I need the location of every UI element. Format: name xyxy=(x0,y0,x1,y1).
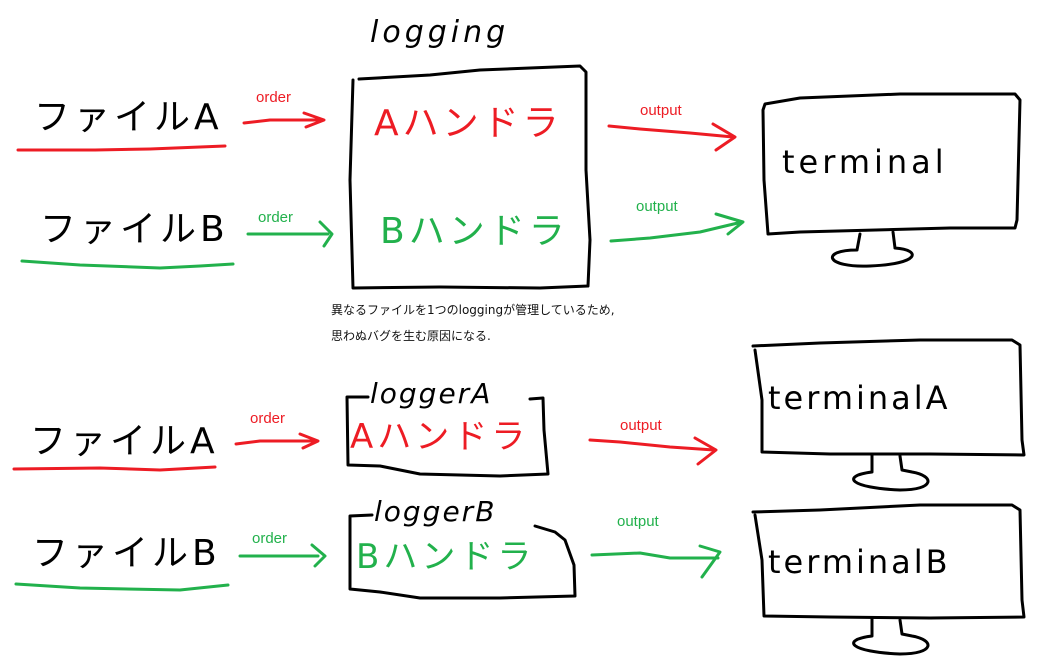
file-b-underline xyxy=(20,259,235,270)
logging-title: logging xyxy=(370,15,510,50)
order-arrow-b xyxy=(246,220,334,248)
file-b2-label: ファイルB xyxy=(32,533,221,574)
terminal-monitor xyxy=(761,92,1022,236)
note-line-1: 異なるファイルを1つのloggingが管理しているため, xyxy=(331,303,615,317)
output-a2-label: output xyxy=(620,417,662,434)
output-arrow-a xyxy=(607,122,737,152)
output-b2-label: output xyxy=(617,513,659,530)
order-arrow-b2 xyxy=(238,543,327,568)
order-b-label: order xyxy=(258,209,294,226)
terminal-b-monitor xyxy=(751,503,1026,620)
file-a2-label: ファイルA xyxy=(30,421,219,462)
terminal-a-monitor xyxy=(751,338,1026,457)
file-a-underline xyxy=(16,144,227,152)
handler-a-label: Aハンドラ xyxy=(374,103,563,144)
terminal-stand xyxy=(830,230,914,268)
file-a2-underline xyxy=(12,465,217,472)
order-b2-label: order xyxy=(252,530,288,547)
handler-a2-label: Aハンドラ xyxy=(350,417,530,457)
terminal-label: terminal xyxy=(782,143,948,181)
logger-a-box xyxy=(345,395,550,478)
file-b2-underline xyxy=(14,582,230,592)
output-a-label: output xyxy=(640,102,682,119)
note-line-2: 思わぬバグを生む原因になる. xyxy=(331,329,491,343)
handler-b2-label: Bハンドラ xyxy=(356,537,536,577)
terminal-a-stand xyxy=(852,453,930,492)
logger-b-box xyxy=(348,513,577,600)
order-arrow-a xyxy=(242,111,326,129)
output-arrow-b xyxy=(609,212,745,243)
terminal-b-label: terminalB xyxy=(768,543,951,581)
order-a2-label: order xyxy=(250,410,286,427)
file-a-label: ファイルA xyxy=(34,97,223,138)
order-a-label: order xyxy=(256,89,292,106)
handler-b-label: Bハンドラ xyxy=(380,211,569,252)
logging-box xyxy=(348,64,592,290)
file-b-label: ファイルB xyxy=(40,209,229,250)
output-arrow-a2 xyxy=(588,436,718,466)
logger-a-title: loggerA xyxy=(370,377,493,410)
output-arrow-b2 xyxy=(590,544,722,579)
order-arrow-a2 xyxy=(234,432,320,450)
terminal-b-stand xyxy=(852,616,930,656)
terminal-a-label: terminalA xyxy=(768,379,951,417)
logger-b-title: loggerB xyxy=(374,495,497,528)
output-b-label: output xyxy=(636,198,678,215)
